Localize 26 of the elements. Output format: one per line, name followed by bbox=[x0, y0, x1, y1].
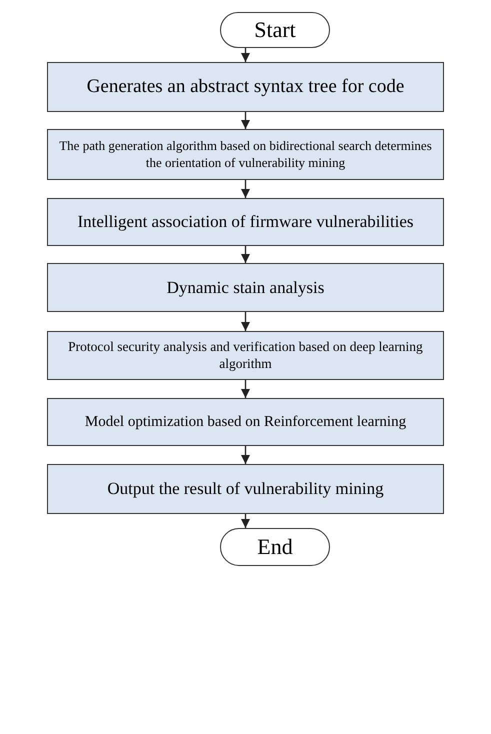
process-box bbox=[47, 198, 444, 246]
process-box bbox=[47, 62, 444, 112]
arrow bbox=[240, 380, 250, 398]
step-text: Model optimization based on Reinforcement learning bbox=[84, 412, 406, 432]
process-box bbox=[47, 398, 444, 446]
step-text: Protocol security analysis and verification based on deep learning algorithm bbox=[67, 338, 424, 372]
process-box bbox=[47, 129, 444, 180]
process-box bbox=[47, 464, 444, 514]
step-text: End bbox=[257, 533, 293, 561]
arrow bbox=[240, 514, 250, 528]
arrow bbox=[240, 446, 250, 464]
process-box bbox=[47, 263, 444, 312]
terminal-pill bbox=[220, 12, 330, 48]
step-text: Output the result of vulnerability mining bbox=[107, 478, 384, 500]
arrow bbox=[240, 312, 250, 331]
step-text: The path generation algorithm based on bidirectional search determines the orientation of vulnerability mining bbox=[58, 138, 433, 171]
step-text: Start bbox=[254, 16, 296, 44]
step-text: Intelligent association of firmware vulnerabilities bbox=[77, 211, 414, 233]
process-box bbox=[47, 331, 444, 380]
step-text: Dynamic stain analysis bbox=[166, 276, 324, 298]
arrow bbox=[240, 112, 250, 129]
arrow bbox=[240, 180, 250, 198]
step-text: Generates an abstract syntax tree for code bbox=[86, 75, 404, 99]
arrow bbox=[240, 48, 250, 62]
arrow bbox=[240, 246, 250, 263]
terminal-pill bbox=[220, 528, 330, 566]
